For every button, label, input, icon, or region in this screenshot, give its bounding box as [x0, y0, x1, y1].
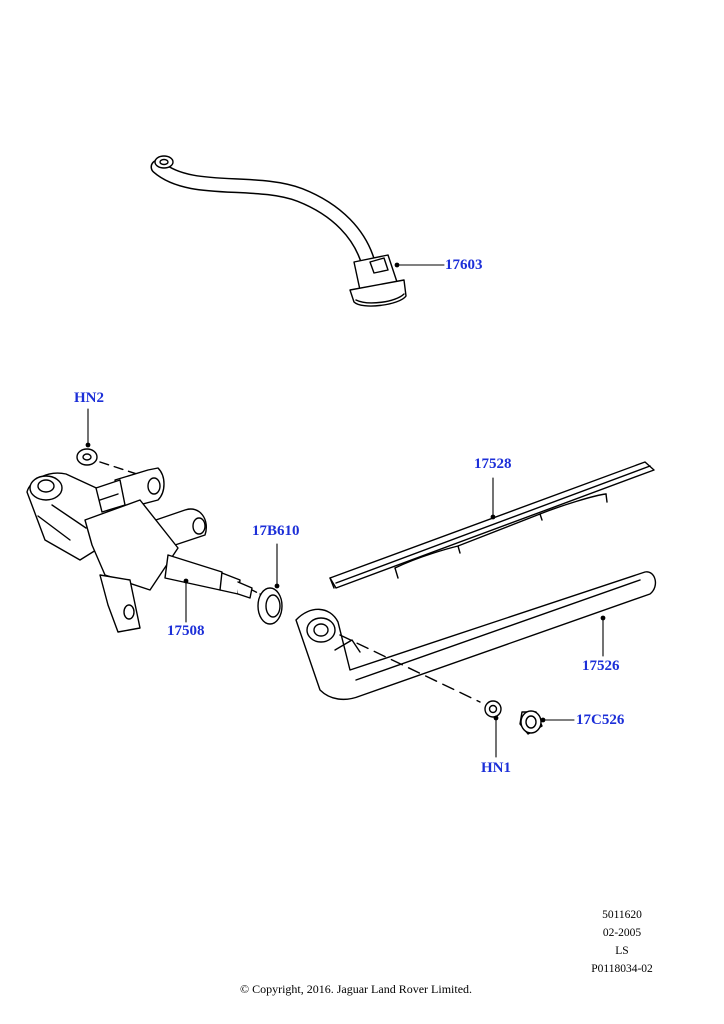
callout-17528[interactable]: 17528 [474, 456, 512, 472]
wiper-arm-17526 [295, 571, 657, 703]
callout-hn2[interactable]: HN2 [74, 390, 104, 406]
meta-part-number: 5011620 [602, 909, 642, 921]
cap-17c526 [519, 710, 543, 735]
nut-hn2 [76, 448, 141, 476]
washer-hose-17603 [150, 155, 407, 307]
callout-17526[interactable]: 17526 [582, 658, 620, 674]
wiper-motor-17508 [26, 467, 263, 633]
wiper-blade-17528 [329, 461, 655, 589]
meta-illustration-id: P0118034-02 [591, 963, 653, 975]
nut-hn1 [484, 700, 502, 718]
meta-code: LS [615, 945, 629, 957]
copyright-notice: © Copyright, 2016. Jaguar Land Rover Lim… [239, 982, 473, 996]
meta-date: 02-2005 [602, 927, 642, 939]
leader-lines [87, 264, 604, 758]
callout-17c526[interactable]: 17C526 [576, 712, 625, 728]
seal-17b610 [257, 587, 283, 625]
callout-hn1[interactable]: HN1 [481, 760, 511, 776]
callout-17603[interactable]: 17603 [445, 257, 483, 273]
leader-dots [85, 262, 606, 723]
callout-17508[interactable]: 17508 [167, 623, 205, 639]
callout-17b610[interactable]: 17B610 [252, 523, 300, 539]
